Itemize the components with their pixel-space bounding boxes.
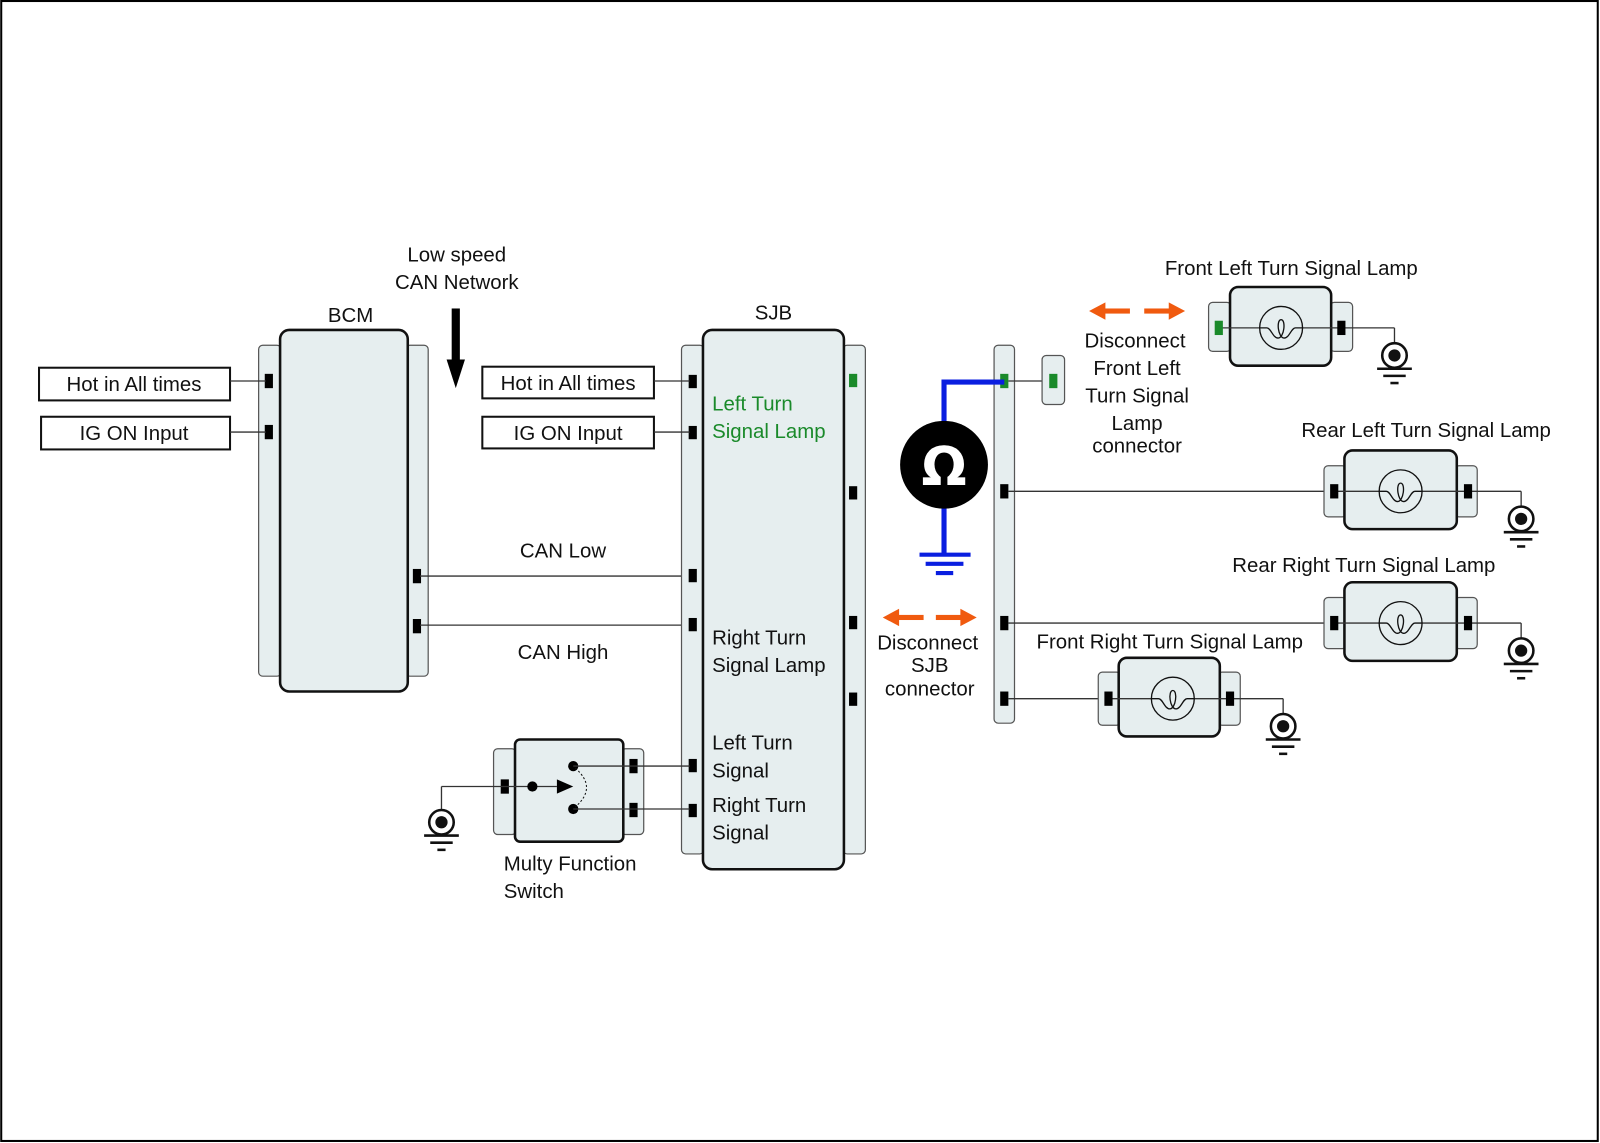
front-left-lamp-label: Front Left Turn Signal Lamp <box>1165 258 1418 280</box>
sjb-left-turn-signal-label: Signal <box>712 760 769 782</box>
sjb-hot-input-box <box>481 365 655 400</box>
rear-right-lamp <box>1323 580 1540 680</box>
ground-icon <box>1375 341 1414 385</box>
disconnect-sjb-label: Disconnect <box>877 633 978 655</box>
rear-left-lamp <box>1323 449 1540 548</box>
disconnect-front-left-label: Disconnect <box>1085 330 1186 352</box>
harness-pin <box>1000 691 1009 706</box>
switch-label: Switch <box>504 881 564 903</box>
lamp-pin <box>1225 691 1235 706</box>
bcm-pin <box>412 618 422 634</box>
switch-body <box>513 738 625 843</box>
sjb-hot-input-label: Hot in All times <box>501 373 636 395</box>
disconnect-sjb-label: connector <box>885 679 975 701</box>
sjb-left-turn-lamp-label: Signal Lamp <box>712 421 825 443</box>
sjb-ig-input-label: IG ON Input <box>514 423 623 445</box>
bcm-hot-input-label: Hot in All times <box>67 374 202 396</box>
lamp-pin <box>1104 691 1113 706</box>
sjb-pin <box>688 617 697 632</box>
can-high-label: CAN High <box>518 642 609 664</box>
sjb-left-turn-lamp-label: Left Turn <box>712 394 793 416</box>
bcm-hot-input-box <box>37 366 232 402</box>
disconnect-front-left-label: Turn Signal <box>1085 385 1189 407</box>
switch-arrow-icon <box>556 779 574 794</box>
can-network-label-line1: Low speed <box>407 244 506 266</box>
sjb-right-turn-signal-label: Signal <box>712 823 769 845</box>
lamp-pin <box>1463 615 1473 631</box>
sjb-pin <box>849 486 858 500</box>
front-right-lamp-label: Front Right Turn Signal Lamp <box>1036 632 1303 654</box>
sjb-right-turn-lamp-label: Right Turn <box>712 628 806 650</box>
ohm-symbol: Ω <box>921 436 966 498</box>
sjb-pin <box>688 803 697 818</box>
harness-pin <box>1000 484 1009 499</box>
sjb-title: SJB <box>755 303 792 325</box>
disconnect-front-left-label: Front Left <box>1093 358 1181 380</box>
lamp-pin <box>1463 484 1473 499</box>
disconnect-arrows-icon <box>1089 302 1186 320</box>
can-low-label: CAN Low <box>520 541 606 563</box>
ground-icon <box>1264 712 1302 756</box>
multi-function-switch <box>422 738 690 852</box>
bcm-left-connector <box>258 344 282 677</box>
lamp-pin <box>1330 484 1339 499</box>
meter-probe-wire <box>941 379 1005 430</box>
lamp-pin <box>1337 320 1346 336</box>
down-arrow-icon <box>446 308 465 389</box>
ground-icon <box>1502 505 1540 548</box>
bcm-ig-input-label: IG ON Input <box>80 423 189 445</box>
front-right-lamp <box>1097 656 1302 756</box>
bcm-pin <box>264 424 273 440</box>
disconnect-front-left-label: connector <box>1092 436 1182 458</box>
front-left-connector-pin <box>1049 373 1058 389</box>
bcm-ig-input-box <box>40 415 232 451</box>
disconnect-sjb-label: SJB <box>911 655 948 677</box>
rear-right-lamp-label: Rear Right Turn Signal Lamp <box>1232 555 1495 577</box>
bcm-body <box>278 328 410 693</box>
ground-icon <box>422 808 461 852</box>
bcm-pin <box>264 373 273 389</box>
ohmmeter-icon <box>900 420 988 509</box>
rear-left-lamp-label: Rear Left Turn Signal Lamp <box>1301 420 1551 442</box>
sjb-module: SJB Left Turn Signal Lamp Right Turn Sig… <box>680 303 866 871</box>
disconnect-front-left-label: Lamp <box>1112 413 1163 435</box>
sjb-right-turn-lamp-label: Signal Lamp <box>712 655 825 677</box>
ohmmeter: Ω <box>900 379 1005 576</box>
switch-contact <box>527 781 538 792</box>
disconnect-arrows-icon <box>882 608 977 627</box>
lamp-pin <box>1330 615 1339 631</box>
sjb-pin <box>688 758 697 773</box>
bcm-pin <box>412 568 422 584</box>
bcm-module: BCM <box>258 305 429 693</box>
bcm-title: BCM <box>328 305 373 327</box>
sjb-right-turn-signal-label: Right Turn <box>712 795 806 817</box>
sjb-pin <box>849 692 858 706</box>
sjb-pin <box>688 374 697 389</box>
front-left-lamp <box>1207 285 1414 385</box>
sjb-right-connector <box>842 344 866 855</box>
sjb-left-connector <box>680 344 705 855</box>
sjb-pin <box>849 615 858 630</box>
ground-icon <box>1502 637 1540 680</box>
lamp-pin-highlighted <box>1214 320 1223 336</box>
sjb-left-turn-signal-label: Left Turn <box>712 733 793 755</box>
sjb-pin-highlighted <box>849 373 858 388</box>
harness-pin <box>1000 615 1009 631</box>
sjb-pin <box>688 425 697 440</box>
sjb-pin <box>688 568 697 583</box>
switch-label: Multy Function <box>504 853 637 875</box>
harness-connector <box>993 344 1016 724</box>
switch-pin <box>629 802 638 818</box>
sjb-body <box>701 328 846 871</box>
can-network-label-line2: CAN Network <box>395 272 519 294</box>
